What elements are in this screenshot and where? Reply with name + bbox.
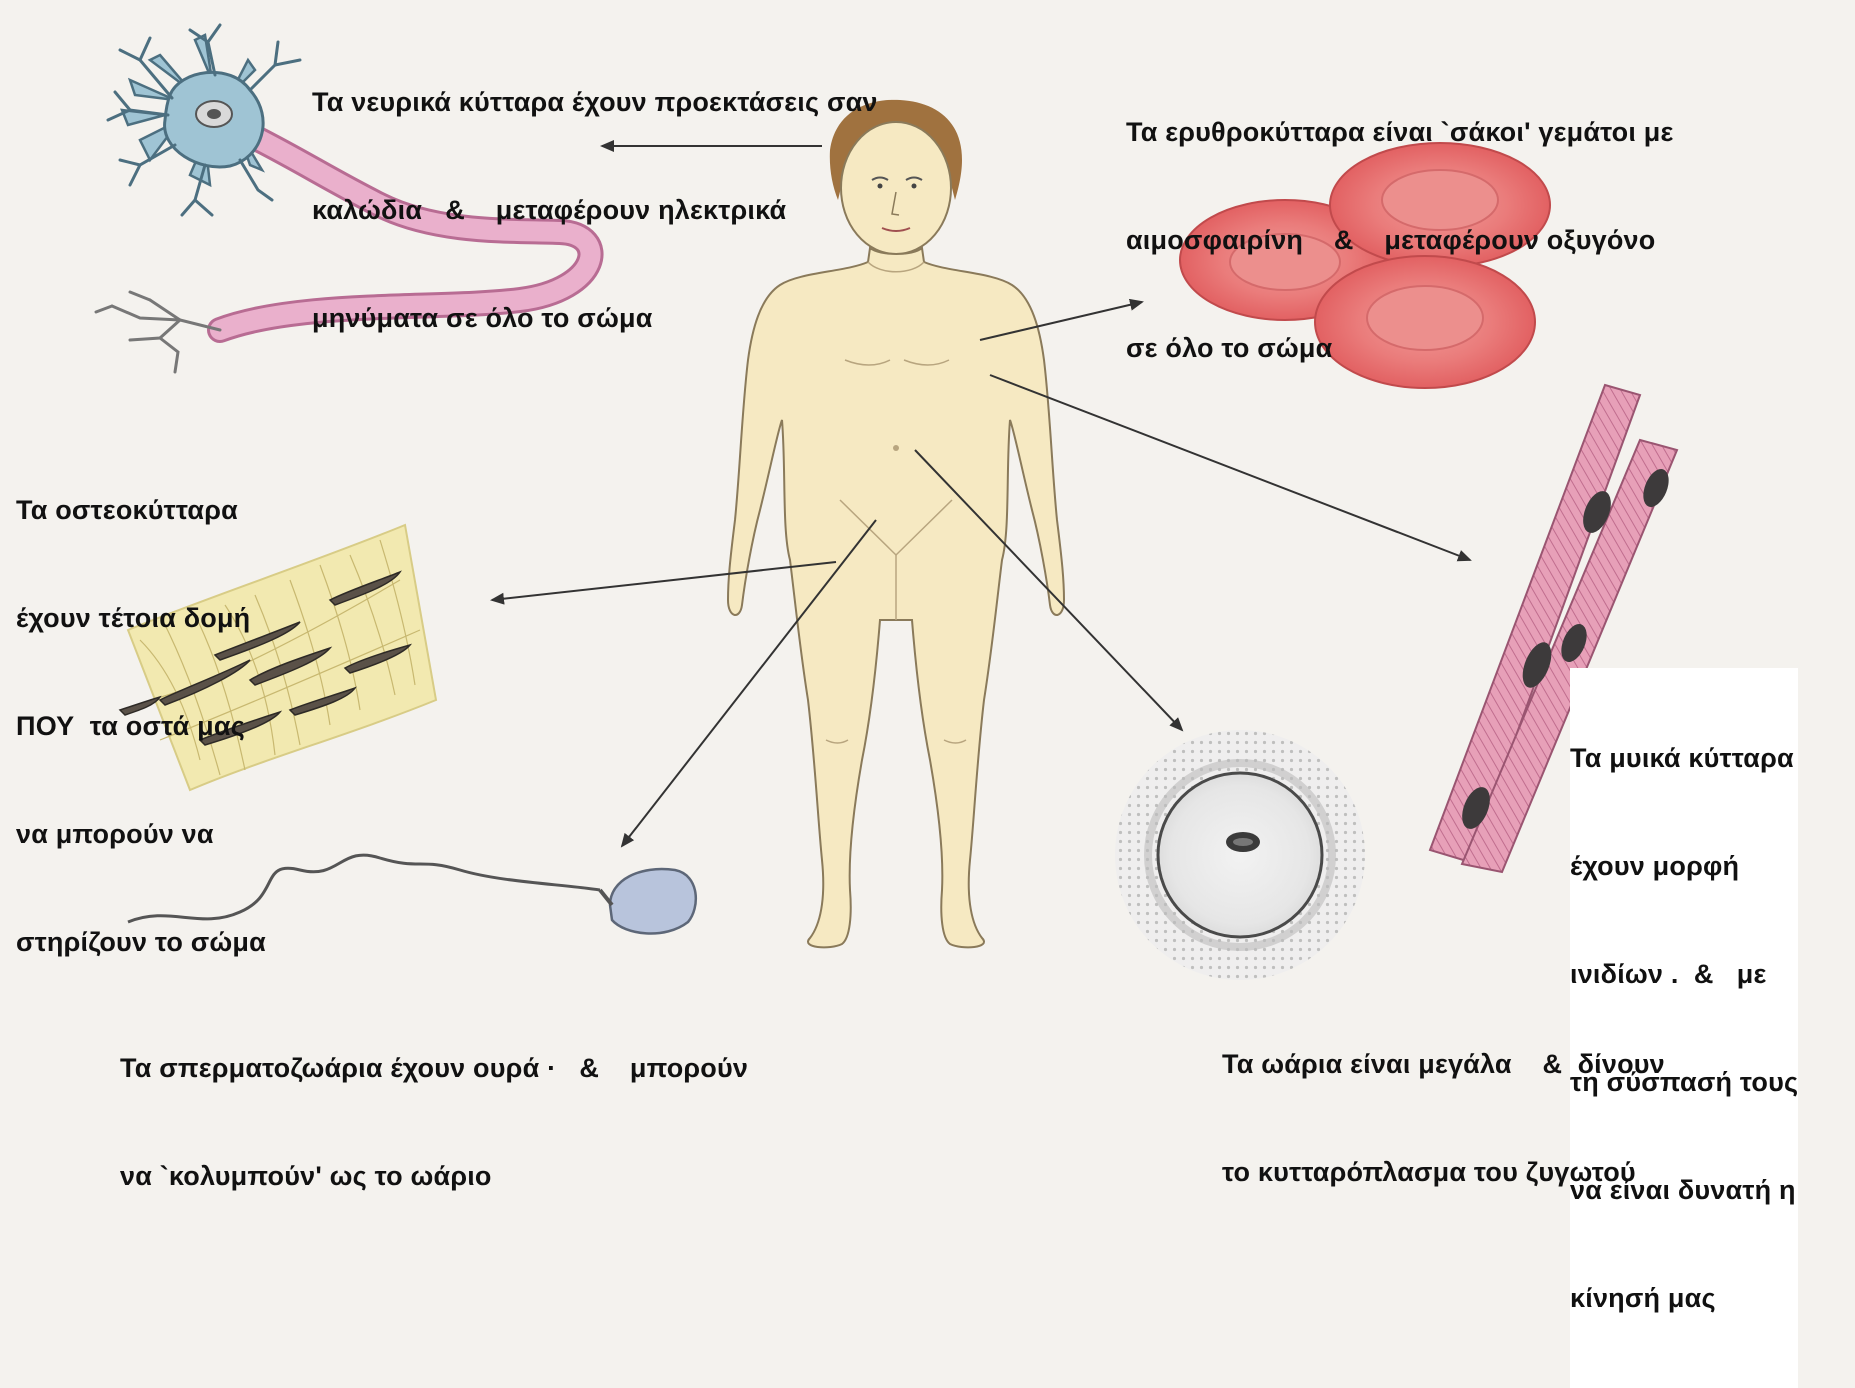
bone-caption-line-3: ΠΟΥ τα οστά μας [16,708,266,744]
neuron-caption-line-1: Τα νευρικά κύτταρα έχουν προεκτάσεις σαν [312,84,878,120]
bone-caption-line-5: στηρίζουν το σώμα [16,924,266,960]
neuron-caption-line-3: μηνύματα σε όλο το σώμα [312,300,878,336]
bone-caption-line-2: έχουν τέτοια δομή [16,600,266,636]
egg-caption-line-2: το κυτταρόπλασμα του ζυγωτού [1222,1154,1665,1190]
cell-types-diagram: Τα νευρικά κύτταρα έχουν προεκτάσεις σαν… [0,0,1855,1050]
bone-caption: Τα οστεοκύτταρα έχουν τέτοια δομή ΠΟΥ τα… [16,420,266,1032]
arrow-to-bone [492,562,836,600]
rbc-caption-line-2: αιμοσφαιρίνη & μεταφέρουν οξυγόνο [1126,222,1673,258]
neuron-caption: Τα νευρικά κύτταρα έχουν προεκτάσεις σαν… [312,12,878,408]
sperm-caption-line-1: Τα σπερματοζωάρια έχουν ουρά · & μπορούν [120,1050,748,1086]
muscle-caption-line-1: Τα μυικά κύτταρα [1570,740,1798,776]
sperm-caption-line-2: να `κολυμπούν' ως το ωάριο [120,1158,748,1194]
egg-cell-icon [1115,730,1365,980]
rbc-caption: Τα ερυθροκύτταρα είναι `σάκοι' γεμάτοι μ… [1126,42,1673,438]
muscle-caption-line-2: έχουν μορφή [1570,848,1798,884]
egg-caption: Τα ωάρια είναι μεγάλα & δίνουν το κυτταρ… [1222,974,1665,1262]
muscle-caption-line-6: κίνησή μας [1570,1280,1798,1316]
rbc-caption-line-1: Τα ερυθροκύτταρα είναι `σάκοι' γεμάτοι μ… [1126,114,1673,150]
neuron-caption-line-2: καλώδια & μεταφέρουν ηλεκτρικά [312,192,878,228]
bone-caption-line-4: να μπορούν να [16,816,266,852]
bone-caption-line-1: Τα οστεοκύτταρα [16,492,266,528]
egg-caption-line-1: Τα ωάρια είναι μεγάλα & δίνουν [1222,1046,1665,1082]
sperm-caption: Τα σπερματοζωάρια έχουν ουρά · & μπορούν… [120,978,748,1266]
rbc-caption-line-3: σε όλο το σώμα [1126,330,1673,366]
